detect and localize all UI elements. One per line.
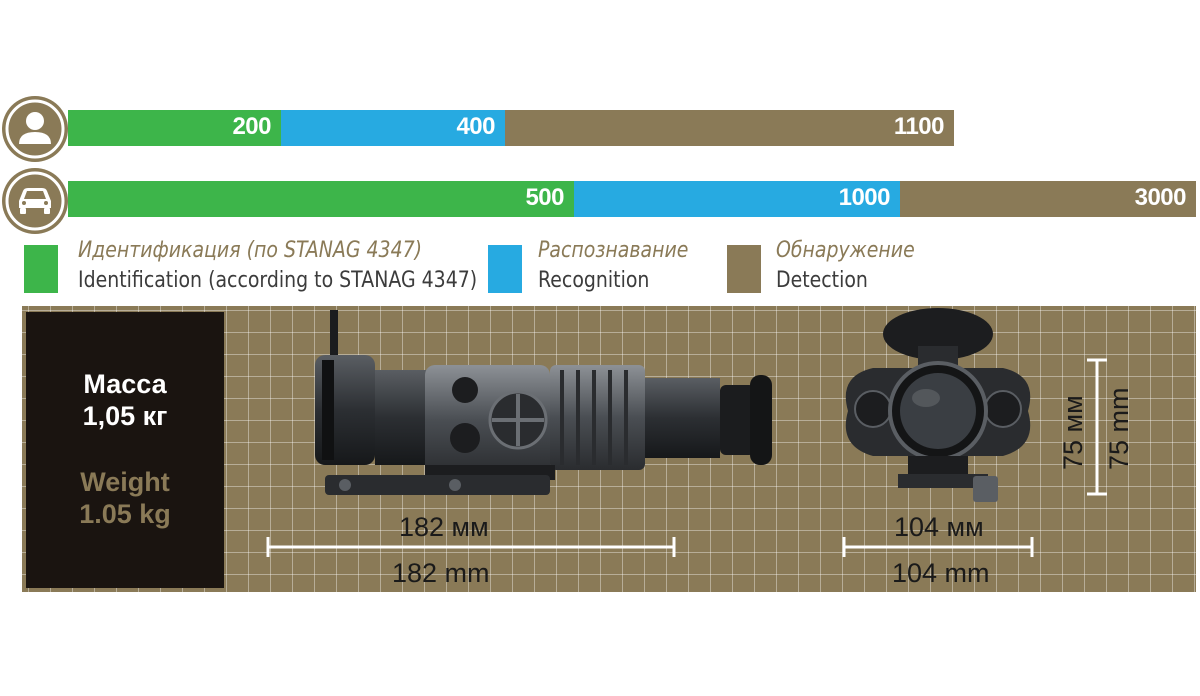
legend-detection: Обнаружение Detection [776,236,915,296]
vehicle-identification-bar: 500 [68,181,574,217]
width-en-label: 104 mm [892,558,990,588]
vehicle-detection-value: 3000 [1134,184,1187,211]
person-recognition-value: 400 [456,113,495,140]
weight-en: Weight 1.05 kg [26,466,224,530]
height-ru-label: 75 мм [1058,395,1088,470]
legend-identification-en: Identification (according to STANAG 4347… [78,268,478,293]
person-recognition-bar: 400 [281,110,505,146]
legend-swatch-detection [727,245,761,293]
device-side-view [315,310,772,495]
weight-ru-label: Масса [83,369,167,399]
weight-en-label: Weight [80,467,170,497]
vehicle-recognition-value: 1000 [838,184,891,211]
person-detection-value: 1100 [893,113,945,140]
legend-detection-ru: Обнаружение [776,238,915,263]
length-ru-label: 182 мм [399,512,489,542]
person-identification-value: 200 [232,113,271,140]
length-en-label: 182 mm [392,558,490,588]
vehicle-detection-bar: 3000 [900,181,1196,217]
legend-recognition-en: Recognition [538,268,650,293]
legend-identification: Идентификация (по STANAG 4347) Identific… [78,236,477,296]
height-dimension-line [1087,358,1107,496]
vehicle-recognition-bar: 1000 [574,181,900,217]
legend-detection-en: Detection [776,268,868,293]
height-en-label: 75 mm [1104,387,1134,470]
weight-box: Масса 1,05 кг Weight 1.05 kg [26,312,224,588]
legend-swatch-identification [24,245,58,293]
weight-en-value: 1.05 kg [79,499,171,529]
weight-ru-value: 1,05 кг [82,401,168,431]
legend-recognition-ru: Распознавание [538,238,689,263]
car-icon [2,168,68,234]
legend-recognition: Распознавание Recognition [538,236,688,296]
weight-ru: Масса 1,05 кг [26,368,224,432]
person-detection-bar: 1100 [505,110,954,146]
legend-swatch-recognition [488,245,522,293]
device-front-view [845,308,1031,502]
legend-identification-ru: Идентификация (по STANAG 4347) [78,238,423,263]
person-identification-bar: 200 [68,110,281,146]
vehicle-identification-value: 500 [525,184,564,211]
person-icon [2,96,68,162]
width-dimension-line [842,537,1034,557]
length-dimension-line [266,537,676,557]
width-ru-label: 104 мм [894,512,984,542]
